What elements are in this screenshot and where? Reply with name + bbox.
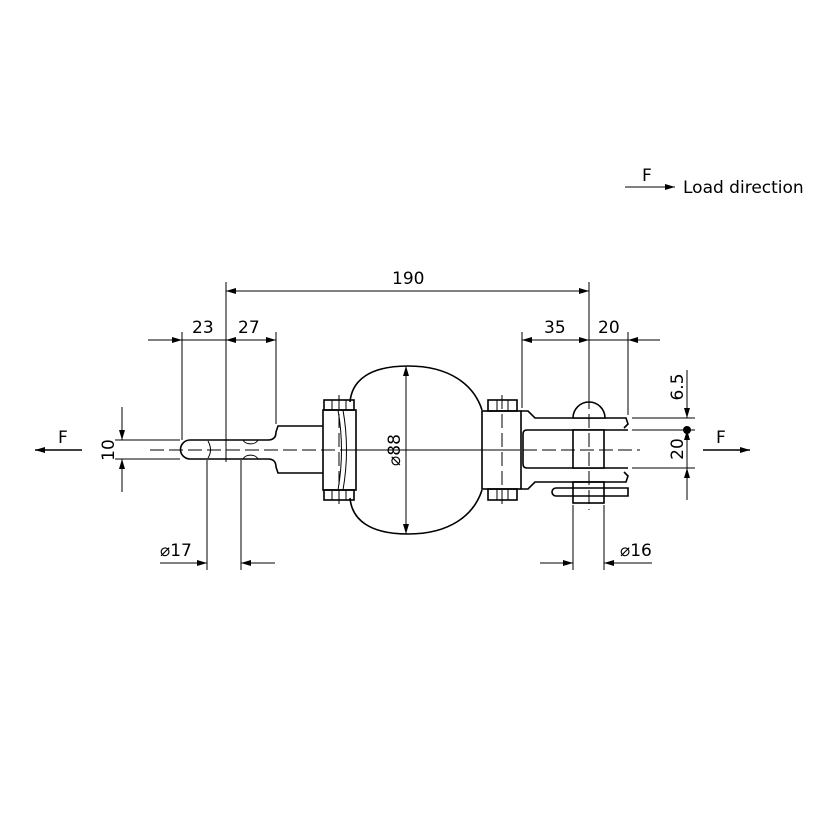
dim-20-right: 20 [668,438,688,460]
load-point-icon [683,426,691,434]
dim-35: 35 [544,318,566,338]
dim-6-5: 6.5 [668,373,688,400]
dim-ball-diameter: ⌀88 [385,434,405,466]
dim-23: 23 [192,318,214,338]
dim-10: 10 [99,439,119,461]
left-force-label: F [58,428,68,448]
legend: F Load direction [625,166,804,198]
right-force-label: F [716,428,726,448]
dim-190: 190 [392,269,424,289]
legend-label: Load direction [683,178,804,198]
dim-20-top: 20 [598,318,620,338]
dim-16: ⌀16 [620,541,652,561]
dim-27: 27 [238,318,260,338]
dim-17: ⌀17 [160,541,192,561]
dimensions: 190 23 27 35 20 ⌀88 10 ⌀17 ⌀16 6.5 [99,269,695,570]
legend-force-symbol: F [642,166,652,186]
